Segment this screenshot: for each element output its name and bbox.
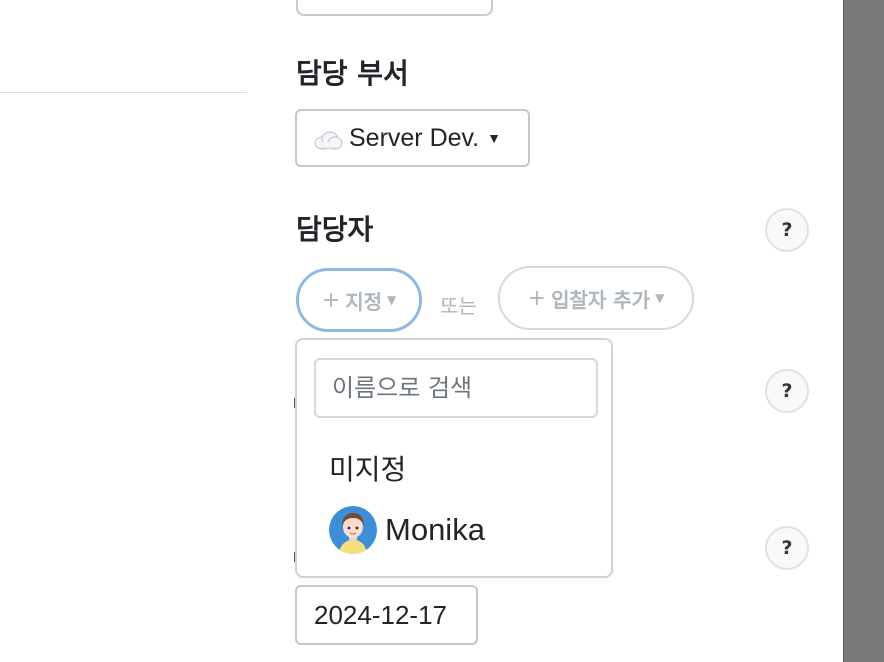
dropdown-item-label: 미지정 xyxy=(329,453,407,486)
dropdown-item-label: Monika xyxy=(385,512,485,547)
assign-button[interactable]: + 지정 ▼ xyxy=(296,268,422,332)
department-label: 담당 부서 xyxy=(296,57,409,90)
date-field-value: 2024-12-17 xyxy=(314,599,447,630)
help-button[interactable]: ? xyxy=(765,526,809,570)
assignee-label: 담당자 xyxy=(296,213,374,246)
window-edge xyxy=(843,0,844,662)
chevron-down-icon: ▼ xyxy=(487,130,501,146)
avatar xyxy=(329,506,377,554)
plus-icon: + xyxy=(321,287,341,313)
date-field[interactable]: 2024-12-17 xyxy=(295,585,478,645)
assignee-search-input[interactable] xyxy=(314,358,598,418)
or-text: 또는 xyxy=(440,294,477,318)
dropdown-item-user[interactable]: Monika xyxy=(329,506,485,554)
previous-field-box[interactable] xyxy=(296,0,493,16)
cloud-icon xyxy=(313,128,343,150)
window-gutter xyxy=(844,0,884,662)
dropdown-item-unassigned[interactable]: 미지정 xyxy=(329,448,406,488)
assignee-help-button[interactable]: ? xyxy=(765,208,809,252)
left-panel-divider xyxy=(0,92,247,93)
add-bidder-button[interactable]: + 입찰자 추가 ▼ xyxy=(498,266,694,330)
assign-button-label: 지정 xyxy=(345,289,382,314)
department-select[interactable]: Server Dev. ▼ xyxy=(295,109,530,167)
assignee-dropdown-menu: 미지정 Monika xyxy=(295,338,613,578)
help-button[interactable]: ? xyxy=(765,369,809,413)
plus-icon: + xyxy=(527,285,547,311)
department-selected-value: Server Dev. xyxy=(349,123,480,152)
chevron-down-icon: ▼ xyxy=(655,291,665,305)
chevron-down-icon: ▼ xyxy=(387,293,397,307)
add-bidder-button-label: 입찰자 추가 xyxy=(551,287,651,312)
